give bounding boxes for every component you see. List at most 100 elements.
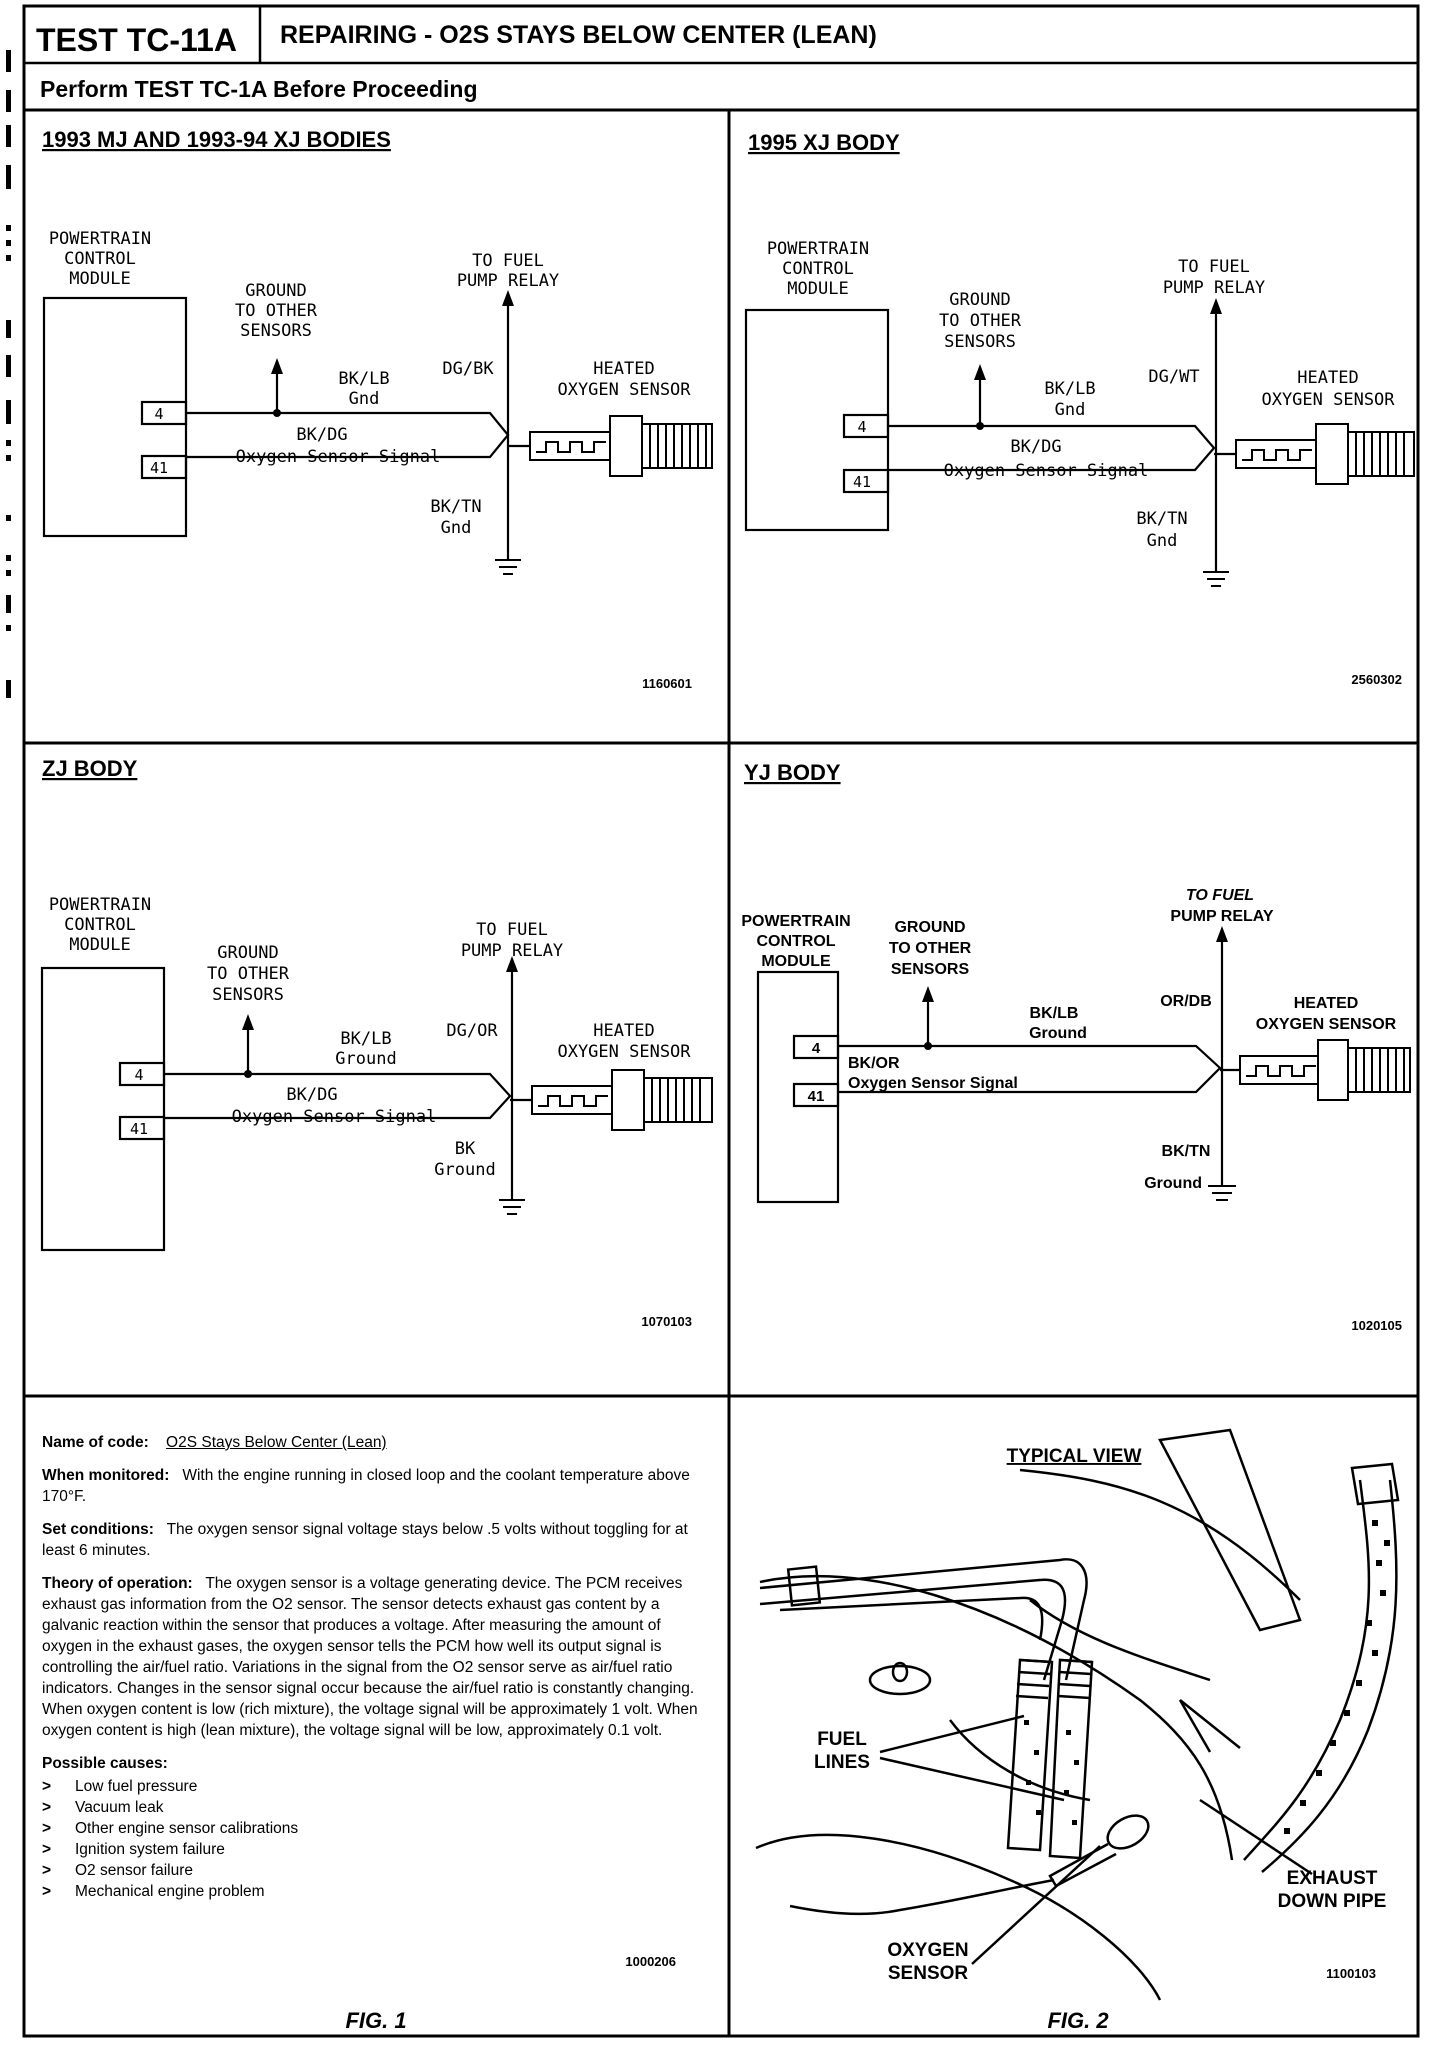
list-item: Mechanical engine problem (42, 1881, 702, 1902)
oxygen-sensor-icon (531, 1069, 713, 1131)
wire-top-function: Ground (335, 1049, 396, 1069)
pcm-label: CONTROL (782, 259, 854, 279)
wire-top-function: Ground (1029, 1025, 1087, 1042)
pcm-label: CONTROL (64, 249, 136, 269)
wire-ground (164, 1072, 512, 1120)
pcm-label: MODULE (787, 279, 848, 299)
page-frame (22, 4, 1420, 2038)
list-item: O2 sensor failure (42, 1860, 702, 1881)
pin-number: 4 (154, 405, 163, 423)
exhaust-label: EXHAUST (1287, 1868, 1378, 1889)
wire-top-color: BK/LB (340, 1029, 391, 1049)
arrow-up-icon (502, 290, 514, 306)
ground-sensors-label: GROUND (894, 919, 965, 936)
fuel-relay-label: TO FUEL (472, 251, 544, 271)
ground-sensors-label: TO OTHER (939, 311, 1022, 331)
sensor-label: OXYGEN SENSOR (1256, 1016, 1397, 1033)
ground-sensors-label: TO OTHER (889, 940, 972, 957)
pin-number: 41 (150, 459, 168, 477)
splice-dot (976, 422, 984, 430)
relay-wire-color: DG/BK (442, 359, 494, 379)
relay-wire-color: DG/OR (446, 1021, 498, 1041)
arrow-up-icon (1210, 298, 1222, 314)
wire-bottom-color: BK/DG (296, 425, 347, 445)
oxygen-sensor-icon (1239, 1039, 1411, 1101)
typical-view-title: TYPICAL VIEW (1007, 1446, 1142, 1467)
fuel-lines-label: FUEL (817, 1729, 867, 1750)
pcm-box (40, 966, 166, 1252)
code-name-value: O2S Stays Below Center (Lean) (166, 1434, 387, 1451)
splice-dot (273, 409, 281, 417)
when-monitored-label: When monitored: (42, 1467, 170, 1484)
pin-number: 4 (812, 1040, 821, 1057)
sensor-label: HEATED (593, 1021, 654, 1041)
list-item: Other engine sensor calibrations (42, 1818, 702, 1839)
pcm-label: MODULE (761, 953, 831, 970)
splice-dot (924, 1042, 932, 1050)
pin-number: 41 (853, 473, 871, 491)
code-name: Name of code: O2S Stays Below Center (Le… (42, 1432, 702, 1453)
arrow-up-icon (1216, 926, 1228, 942)
ground-wire-function: Gnd (441, 518, 472, 538)
oxygen-sensor-icon (1235, 423, 1415, 485)
ground-wire-function: Ground (1144, 1175, 1202, 1192)
pcm-box (756, 970, 840, 1204)
pcm-label: CONTROL (64, 915, 136, 935)
ground-sensors-label: TO OTHER (235, 301, 318, 321)
arrow-up-icon (506, 956, 518, 972)
pcm-label: POWERTRAIN (767, 239, 869, 259)
oxygen-sensor-icon (529, 415, 713, 477)
code-description-panel: Name of code: O2S Stays Below Center (Le… (42, 1432, 702, 1992)
theory-label: Theory of operation: (42, 1575, 193, 1592)
diagram-heading: ZJ BODY (42, 756, 138, 781)
ground-sensors-label: SENSORS (240, 321, 312, 341)
figure-code: 1070103 (641, 1314, 692, 1329)
pin-box (118, 1115, 166, 1141)
ground-sensors-label: GROUND (217, 943, 278, 963)
pin-number: 4 (134, 1066, 143, 1084)
pcm-label: CONTROL (756, 933, 835, 950)
list-item: Low fuel pressure (42, 1776, 702, 1797)
arrow-up-icon (271, 358, 283, 374)
wire-ground (838, 1044, 1222, 1094)
possible-causes-label: Possible causes: (42, 1755, 168, 1772)
page-title: REPAIRING - O2S STAYS BELOW CENTER (LEAN… (280, 21, 877, 49)
wire-top-color: BK/LB (1030, 1005, 1079, 1022)
fuel-lines-label: LINES (814, 1752, 870, 1773)
diagram-zj: ZJ BODY POWERTRAIN CONTROL MODULE GROUND… (40, 756, 713, 1329)
hose-pattern (1024, 1520, 1390, 1834)
ground-sensors-label: SENSORS (891, 961, 970, 978)
diagram-heading: YJ BODY (744, 760, 841, 785)
figure-code: 1160601 (642, 676, 692, 691)
pcm-box (744, 308, 890, 532)
list-item: Ignition system failure (42, 1839, 702, 1860)
diagram-heading: 1993 MJ AND 1993-94 XJ BODIES (42, 127, 391, 152)
pin-number: 4 (857, 418, 866, 436)
relay-wire-color: OR/DB (1160, 993, 1212, 1010)
wire-top-function: Gnd (349, 389, 380, 409)
sensor-label: HEATED (1297, 368, 1358, 388)
test-id: TEST TC-11A (36, 22, 237, 58)
sensor-label: OXYGEN SENSOR (1261, 390, 1395, 410)
sensor-label: HEATED (1294, 995, 1359, 1012)
theory-text: The oxygen sensor is a voltage generatin… (42, 1575, 698, 1739)
ground-wire-function: Gnd (1147, 531, 1178, 551)
ground-symbol-icon (1203, 571, 1229, 587)
diagram-heading: 1995 XJ BODY (748, 130, 900, 155)
oxygen-sensor-label: OXYGEN (887, 1940, 968, 1961)
ground-wire-function: Ground (434, 1160, 495, 1180)
figure-code: 2560302 (1351, 672, 1402, 687)
fuel-relay-label: TO FUEL (476, 920, 548, 940)
pin-number: 41 (808, 1088, 825, 1105)
ground-sensors-label: SENSORS (944, 332, 1016, 352)
title-bar: TEST TC-11A REPAIRING - O2S STAYS BELOW … (24, 6, 1418, 102)
ground-sensors-label: GROUND (245, 281, 306, 301)
wire-bottom-color: BK/DG (286, 1085, 337, 1105)
pin-box (792, 1082, 840, 1108)
ground-wire-color: BK/TN (1162, 1143, 1211, 1160)
fuel-relay-label: TO FUEL (1186, 887, 1254, 904)
when-monitored-text: With the engine running in closed loop a… (42, 1467, 690, 1505)
arrow-up-icon (922, 986, 934, 1002)
fuel-relay-label: PUMP RELAY (1170, 908, 1273, 925)
fuel-relay-label: TO FUEL (1178, 257, 1250, 277)
